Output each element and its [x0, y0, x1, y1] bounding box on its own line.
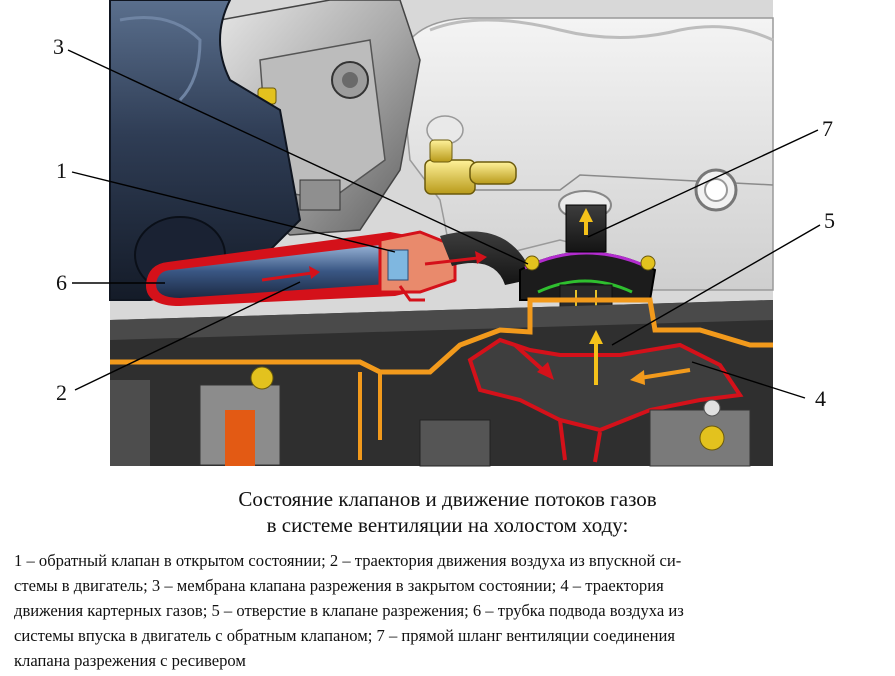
red-arrow: [513, 343, 547, 374]
leader-lines: [67, 49, 821, 399]
red-arrow: [424, 256, 479, 266]
leader-4: [691, 361, 806, 399]
legend-line: системы впуска в двигатель с обратным кл…: [14, 626, 676, 645]
leader-7: [587, 129, 819, 238]
legend-line: клапана разрежения с ресивером: [14, 651, 246, 670]
callout-3: 3: [53, 34, 64, 59]
callout-6: 6: [56, 270, 67, 295]
leader-2: [74, 281, 301, 391]
flow-arrows: [261, 208, 691, 385]
caption-line-1: Состояние клапанов и движение потоков га…: [238, 487, 657, 511]
air-tube-with-check-valve: [145, 230, 528, 306]
callout-4: 4: [815, 386, 826, 411]
yellow-fitting: [424, 139, 517, 195]
red-arrow-head: [309, 266, 320, 279]
red-arrow-head: [475, 251, 487, 264]
leader-3: [67, 49, 529, 265]
callout-2: 2: [56, 380, 67, 405]
callout-1: 1: [56, 158, 67, 183]
engine-ventilation-diagram: [67, 0, 821, 467]
legend-line: 1 – обратный клапан в открытом состоянии…: [14, 551, 682, 570]
leader-1: [71, 171, 396, 253]
yellow-arrow-head: [579, 208, 593, 222]
green-seal: [537, 279, 633, 294]
red-arrow-head: [537, 362, 554, 380]
separator-chamber: [467, 337, 744, 433]
red-arrow: [261, 271, 313, 282]
caption-line-2: в системе вентиляции на холостом ходу:: [266, 513, 629, 537]
leader-5: [611, 224, 821, 346]
orange-arrow-head: [630, 370, 645, 385]
callout-5: 5: [824, 208, 835, 233]
engine-block: [110, 297, 773, 467]
legend-line: движения картерных газов; 5 – отверстие …: [14, 601, 684, 620]
legend-line: стемы в двигатель; 3 – мембрана клапана …: [14, 576, 664, 595]
legend: 1 – обратный клапан в открытом состоянии…: [14, 548, 886, 673]
orange-arrow: [639, 368, 691, 380]
yellow-arrow-head: [589, 330, 603, 344]
callout-7: 7: [822, 116, 833, 141]
